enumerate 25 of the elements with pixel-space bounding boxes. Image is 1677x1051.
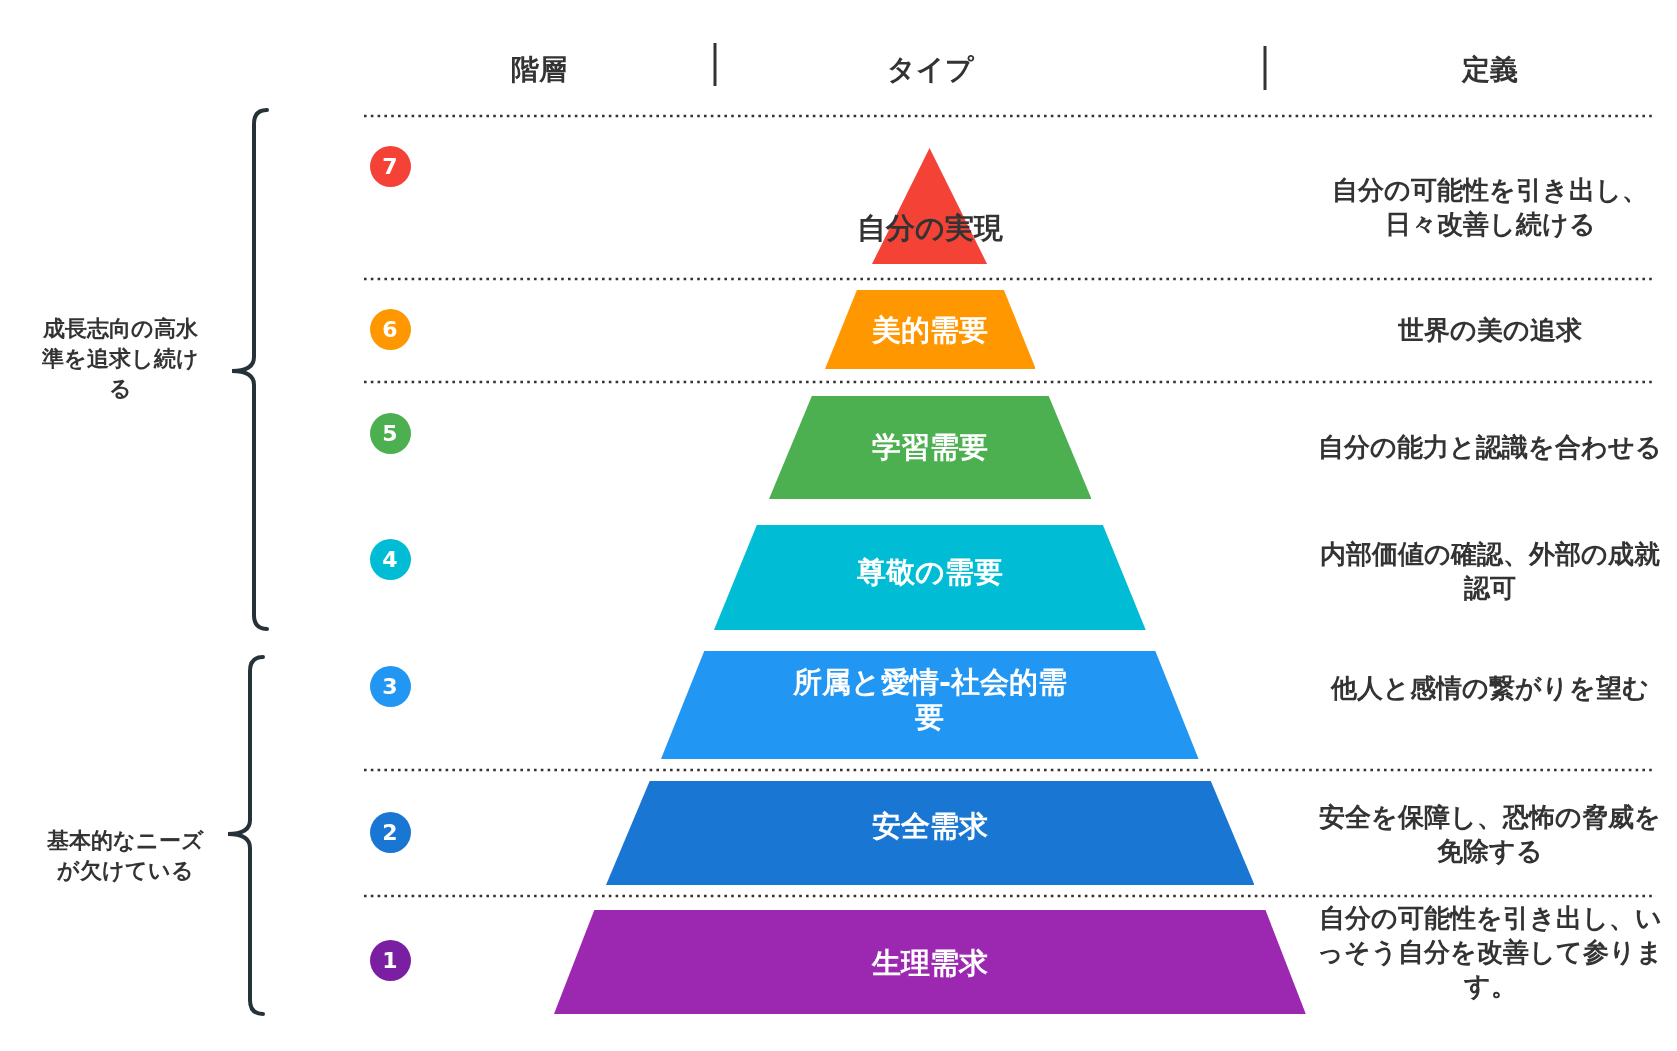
definition-text: 世界の美の追求 xyxy=(1398,314,1582,347)
column-header: タイプ xyxy=(886,53,974,87)
tier-name: 学習需要 xyxy=(872,429,988,465)
definition-text: 自分の可能性を引き出し、いっそう自分を改善して参ります。 xyxy=(1316,902,1664,1003)
tier-name: 生理需求 xyxy=(872,945,988,981)
group-label: 基本的なニーズが欠けている xyxy=(46,827,206,885)
column-header: 階層 xyxy=(511,53,567,87)
level-number: 4 xyxy=(369,538,411,580)
definition-text: 内部価値の確認、外部の成就認可 xyxy=(1319,538,1661,605)
level-number: 2 xyxy=(369,811,411,853)
definition-text: 他人と感情の繋がりを望む xyxy=(1331,672,1649,705)
level-number: 5 xyxy=(369,412,411,454)
level-number: 3 xyxy=(369,665,411,707)
level-number: 6 xyxy=(369,308,411,350)
tier-name: 美的需要 xyxy=(872,312,988,348)
tier-name: 安全需求 xyxy=(872,808,988,844)
level-number: 1 xyxy=(369,939,411,981)
level-number: 7 xyxy=(369,145,411,187)
group-label: 成長志向の高水準を追求し続ける xyxy=(41,315,201,403)
tier-name: 尊敬の需要 xyxy=(857,554,1003,590)
definition-text: 安全を保障し、恐怖の脅威を免除する xyxy=(1318,801,1662,868)
definition-text: 自分の可能性を引き出し、日々改善し続ける xyxy=(1331,174,1649,241)
column-header: 定義 xyxy=(1462,53,1518,87)
tier-name: 所属と愛情-社会的需要 xyxy=(791,665,1068,735)
definition-text: 自分の能力と認識を合わせる xyxy=(1318,431,1662,464)
